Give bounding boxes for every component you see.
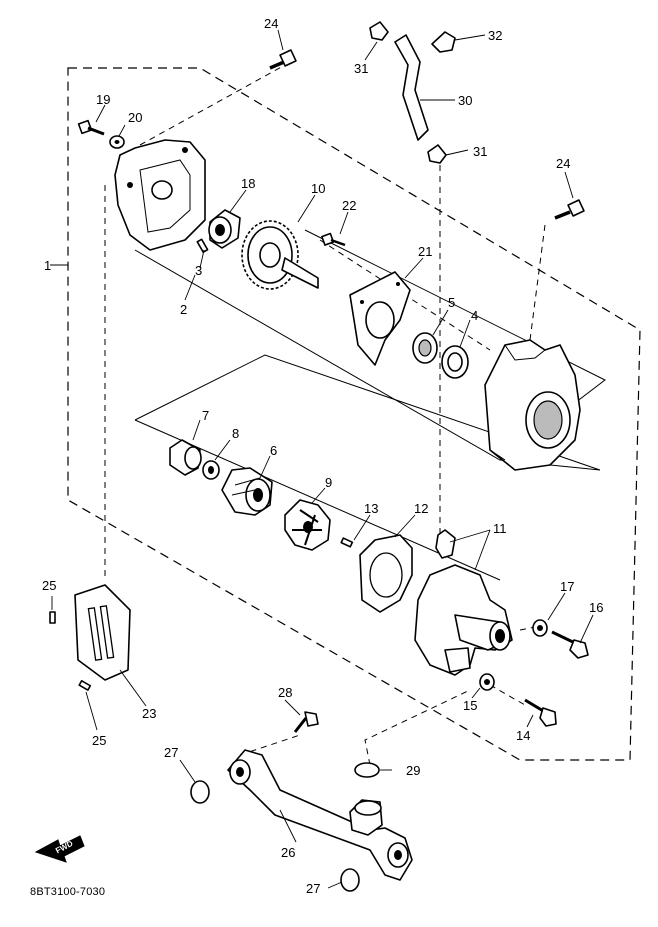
pipe-26 — [227, 749, 413, 881]
callout-13: 13 — [364, 501, 378, 516]
pin-13 — [340, 537, 354, 548]
callout-2: 2 — [180, 302, 187, 317]
callout-30: 30 — [458, 93, 472, 108]
o-ring-27-bottom — [340, 868, 360, 892]
callout-19: 19 — [96, 92, 110, 107]
callout-32: 32 — [488, 28, 502, 43]
clamp-31-mid — [427, 144, 447, 164]
callout-27-top: 27 — [164, 745, 178, 760]
callout-26: 26 — [281, 845, 295, 860]
callout-10: 10 — [311, 181, 325, 196]
clamp-32 — [431, 31, 456, 53]
impeller-9 — [284, 499, 331, 551]
seal-5 — [412, 332, 438, 364]
callout-9: 9 — [325, 475, 332, 490]
sleeve-7 — [169, 439, 202, 476]
bolt-16 — [551, 630, 589, 659]
callout-31-top: 31 — [354, 61, 368, 76]
bolt-22 — [321, 232, 346, 247]
gasket-12 — [359, 534, 413, 613]
callout-12: 12 — [414, 501, 428, 516]
callout-18: 18 — [241, 176, 255, 191]
forward-direction-arrow: FWD — [34, 835, 85, 863]
pump-cover — [114, 139, 206, 251]
callouts: 1 2 3 4 5 6 7 8 9 10 11 12 13 14 15 16 1… — [42, 16, 603, 896]
callout-27-bottom: 27 — [306, 881, 320, 896]
callout-20: 20 — [128, 110, 142, 125]
bolt-14 — [524, 698, 557, 727]
hose-30 — [394, 34, 429, 141]
callout-31-mid: 31 — [473, 144, 487, 159]
clamp-31-top — [369, 21, 389, 41]
pin-25-top — [49, 611, 56, 624]
cover-plate-23 — [74, 584, 131, 681]
washer-20 — [109, 135, 125, 149]
callout-14: 14 — [516, 728, 530, 743]
callout-11: 11 — [493, 521, 507, 536]
pump-body-11 — [414, 529, 513, 676]
bolt-19 — [77, 119, 105, 136]
callout-24-right: 24 — [556, 156, 570, 171]
callout-3: 3 — [195, 263, 202, 278]
leader-lines — [50, 29, 594, 889]
callout-28: 28 — [278, 685, 292, 700]
callout-21: 21 — [418, 244, 432, 259]
bolt-24-right — [554, 199, 585, 220]
callout-7: 7 — [202, 408, 209, 423]
plate-21 — [349, 271, 411, 366]
pin-3 — [196, 238, 209, 253]
callout-29: 29 — [406, 763, 420, 778]
o-ring-27-top — [190, 780, 210, 804]
washer-15 — [479, 673, 495, 691]
callout-8: 8 — [232, 426, 239, 441]
mechanical-seal-6 — [221, 467, 273, 516]
bearing-4 — [441, 345, 469, 379]
callout-1: 1 — [44, 258, 51, 273]
callout-6: 6 — [270, 443, 277, 458]
callout-25-top: 25 — [42, 578, 56, 593]
callout-15: 15 — [463, 698, 477, 713]
callout-17: 17 — [560, 579, 574, 594]
gear-shaft-10 — [241, 220, 319, 290]
pump-housing — [484, 339, 581, 471]
callout-4: 4 — [471, 308, 478, 323]
callout-16: 16 — [589, 600, 603, 615]
pin-25-bottom — [78, 679, 92, 691]
callout-5: 5 — [448, 295, 455, 310]
bolt-28 — [293, 711, 319, 733]
callout-25-bottom: 25 — [92, 733, 106, 748]
callout-23: 23 — [142, 706, 156, 721]
callout-22: 22 — [342, 198, 356, 213]
callout-24-top: 24 — [264, 16, 278, 31]
diagram-code: 8BT3100-7030 — [30, 886, 105, 898]
bearing-18 — [208, 209, 241, 249]
bolt-24-top — [269, 49, 297, 70]
o-ring-29 — [354, 762, 380, 778]
washer-8 — [202, 460, 220, 480]
washer-17 — [532, 619, 548, 637]
